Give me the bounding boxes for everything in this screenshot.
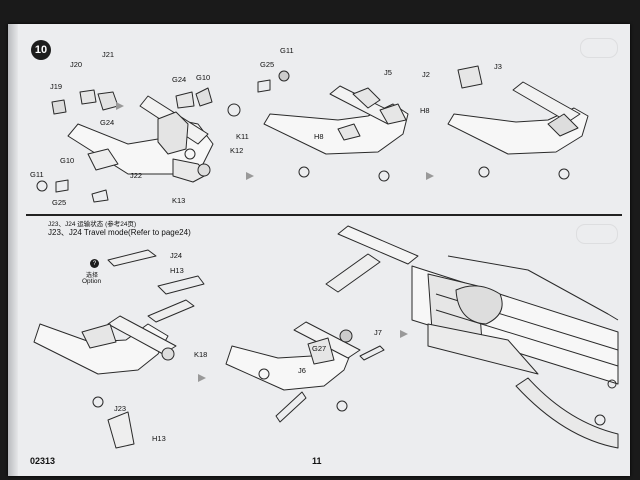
travel-mode-note: J23、J24 Travel mode(Refer to page24) bbox=[48, 228, 191, 237]
part-label-k12: K12 bbox=[230, 146, 244, 155]
part-label-k18: K18 bbox=[194, 350, 208, 359]
instruction-page: 10 J21 J20 J19 G24 G10 G24 G10 G11 G25 J… bbox=[8, 24, 630, 476]
step-number-badge: 10 bbox=[31, 40, 51, 60]
page-number: 11 bbox=[312, 456, 322, 466]
part-label-h13: H13 bbox=[170, 266, 184, 275]
section-divider bbox=[26, 214, 622, 216]
option-label-cn: 选择 bbox=[86, 273, 99, 279]
part-label-j5: J5 bbox=[384, 68, 392, 77]
part-label-g10: G10 bbox=[196, 73, 211, 82]
part-label-j2: J2 bbox=[422, 70, 430, 79]
part-label-h13: H13 bbox=[152, 434, 166, 443]
assembly-drawings bbox=[33, 65, 619, 449]
part-label-j3: J3 bbox=[494, 62, 502, 71]
kit-number: 02313 bbox=[30, 456, 56, 466]
part-label-j7: J7 bbox=[374, 328, 382, 337]
part-label-j21: J21 bbox=[102, 50, 115, 59]
watermark-logo bbox=[576, 224, 618, 244]
part-label-g27: G27 bbox=[312, 344, 327, 353]
part-label-g25: G25 bbox=[260, 60, 275, 69]
part-label-j6: J6 bbox=[298, 366, 306, 375]
part-label-j22: J22 bbox=[130, 171, 143, 180]
part-label-g11: G11 bbox=[30, 170, 44, 179]
watermark-logo bbox=[580, 38, 618, 58]
part-label-k11: K11 bbox=[236, 132, 249, 141]
part-label-j19: J19 bbox=[50, 82, 63, 91]
option-label: Option bbox=[82, 278, 102, 285]
travel-mode-note-cn: J23、J24 运输状态 (参考24页) bbox=[48, 221, 137, 228]
part-label-j23: J23 bbox=[114, 404, 127, 413]
part-label-h8: H8 bbox=[314, 132, 324, 141]
option-badge: ? bbox=[90, 259, 99, 268]
page-fold-shadow bbox=[8, 24, 18, 476]
part-label-j24: J24 bbox=[170, 251, 183, 260]
part-label-g24: G24 bbox=[172, 75, 187, 84]
part-label-g10: G10 bbox=[60, 156, 75, 165]
part-label-g24: G24 bbox=[100, 118, 115, 127]
part-label-h8: H8 bbox=[420, 106, 430, 115]
part-label-k13: K13 bbox=[172, 196, 186, 205]
part-label-g11: G11 bbox=[280, 46, 294, 55]
part-label-j20: J20 bbox=[70, 60, 83, 69]
part-label-g25: G25 bbox=[52, 198, 67, 207]
